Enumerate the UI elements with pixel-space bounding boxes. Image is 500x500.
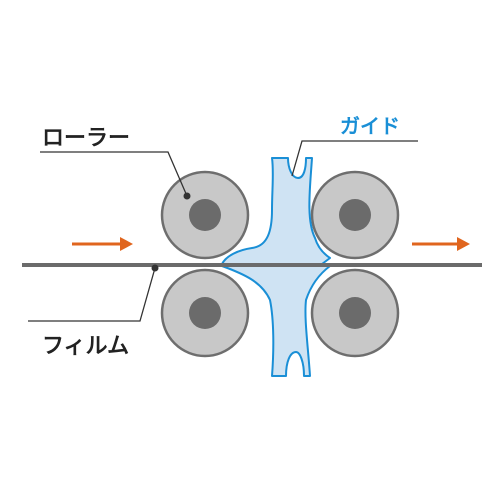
right-arrow-icon [72,237,133,251]
roller-hub [189,297,221,329]
film-label: フィルム [42,334,129,359]
roller-hub [189,199,221,231]
roller-leader-line [40,151,188,197]
roller-top-left [160,170,250,260]
film-leader-dot [151,264,159,272]
roller-hub [339,199,371,231]
film-leader-line [28,267,156,322]
guide-leader-line [291,140,418,177]
roller-bottom-left [160,268,250,358]
guide-label: ガイド [340,114,400,138]
roller-label: ローラー [42,126,130,151]
roller-hub [339,297,371,329]
roller-bottom-right [310,268,400,358]
right-arrow-icon [412,237,470,251]
roller-leader-dot [183,192,191,200]
roller-top-right [310,170,400,260]
